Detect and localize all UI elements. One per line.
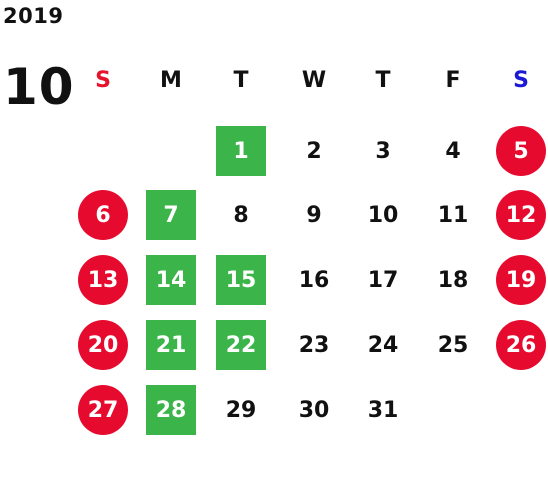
weekday-header-sat: S	[513, 68, 529, 93]
day-cell-21[interactable]: 21	[146, 320, 196, 370]
day-cell-8[interactable]: 8	[233, 202, 249, 228]
day-cell-17[interactable]: 17	[367, 267, 399, 293]
day-cell-7[interactable]: 7	[146, 190, 196, 240]
day-cell-12[interactable]: 12	[496, 190, 546, 240]
day-cell-9[interactable]: 9	[306, 202, 322, 228]
day-cell-4[interactable]: 4	[445, 138, 461, 164]
weekday-header-sun: S	[95, 68, 111, 93]
month-label: 10	[3, 58, 75, 116]
day-cell-14[interactable]: 14	[146, 255, 196, 305]
day-cell-23[interactable]: 23	[298, 332, 330, 358]
day-cell-13[interactable]: 13	[78, 255, 128, 305]
weekday-header-fri: F	[445, 68, 461, 93]
weekday-header-wed: W	[301, 68, 327, 93]
day-cell-1[interactable]: 1	[216, 126, 266, 176]
day-cell-27[interactable]: 27	[78, 385, 128, 435]
year-label: 2019	[3, 4, 64, 28]
day-cell-30[interactable]: 30	[298, 397, 330, 423]
day-cell-5[interactable]: 5	[496, 126, 546, 176]
day-cell-2[interactable]: 2	[306, 138, 322, 164]
day-cell-28[interactable]: 28	[146, 385, 196, 435]
day-cell-24[interactable]: 24	[367, 332, 399, 358]
day-cell-22[interactable]: 22	[216, 320, 266, 370]
day-cell-18[interactable]: 18	[437, 267, 469, 293]
day-cell-20[interactable]: 20	[78, 320, 128, 370]
day-cell-11[interactable]: 11	[437, 202, 469, 228]
day-cell-25[interactable]: 25	[437, 332, 469, 358]
day-cell-26[interactable]: 26	[496, 320, 546, 370]
day-cell-10[interactable]: 10	[367, 202, 399, 228]
day-cell-19[interactable]: 19	[496, 255, 546, 305]
day-cell-6[interactable]: 6	[78, 190, 128, 240]
day-cell-3[interactable]: 3	[375, 138, 391, 164]
weekday-header-mon: M	[160, 68, 182, 93]
day-cell-16[interactable]: 16	[298, 267, 330, 293]
weekday-header-thu: T	[375, 68, 391, 93]
day-cell-15[interactable]: 15	[216, 255, 266, 305]
day-cell-31[interactable]: 31	[367, 397, 399, 423]
weekday-header-tue: T	[233, 68, 249, 93]
day-cell-29[interactable]: 29	[225, 397, 257, 423]
